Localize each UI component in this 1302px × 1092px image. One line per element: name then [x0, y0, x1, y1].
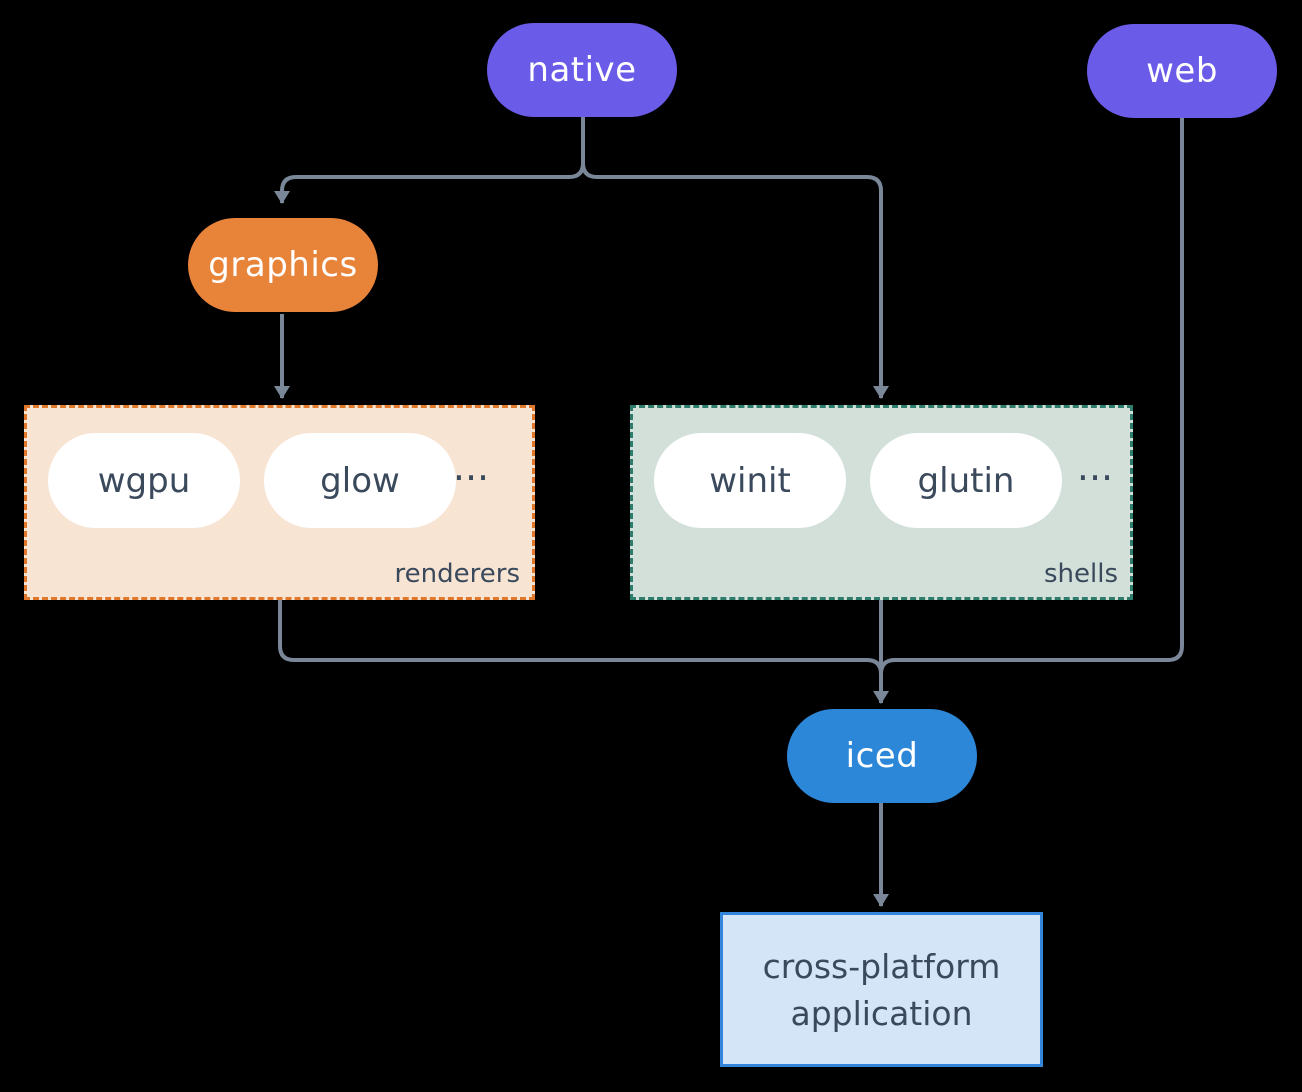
node-winit: winit — [654, 433, 846, 528]
group-shells-label: shells — [1043, 559, 1118, 589]
node-iced: iced — [787, 709, 977, 803]
node-iced-label: iced — [845, 736, 919, 776]
renderers-ellipsis: ... — [452, 445, 490, 489]
group-renderers: wgpu glow renderers — [24, 405, 535, 600]
group-shells: winit glutin shells — [630, 405, 1133, 600]
node-glow-label: glow — [320, 460, 400, 501]
shells-ellipsis: ... — [1076, 445, 1114, 489]
edge-native-to-graphics — [274, 117, 585, 204]
node-native-label: native — [527, 50, 637, 90]
node-glutin-label: glutin — [917, 460, 1015, 501]
node-native: native — [487, 23, 677, 117]
node-wgpu: wgpu — [48, 433, 240, 528]
node-wgpu-label: wgpu — [97, 460, 191, 501]
node-web: web — [1087, 24, 1277, 118]
node-glutin: glutin — [870, 433, 1062, 528]
node-graphics: graphics — [188, 218, 378, 312]
node-cross-platform-application: cross-platform application — [720, 912, 1043, 1067]
node-glow: glow — [264, 433, 456, 528]
app-label-line1: cross-platform — [762, 946, 1001, 986]
edge-native-to-shells — [581, 117, 889, 399]
node-graphics-label: graphics — [208, 245, 358, 285]
app-label-line2: application — [790, 993, 973, 1033]
edge-renderers-to-merge — [278, 600, 883, 675]
node-web-label: web — [1146, 51, 1218, 91]
group-renderers-label: renderers — [394, 559, 520, 589]
node-winit-label: winit — [709, 460, 791, 501]
